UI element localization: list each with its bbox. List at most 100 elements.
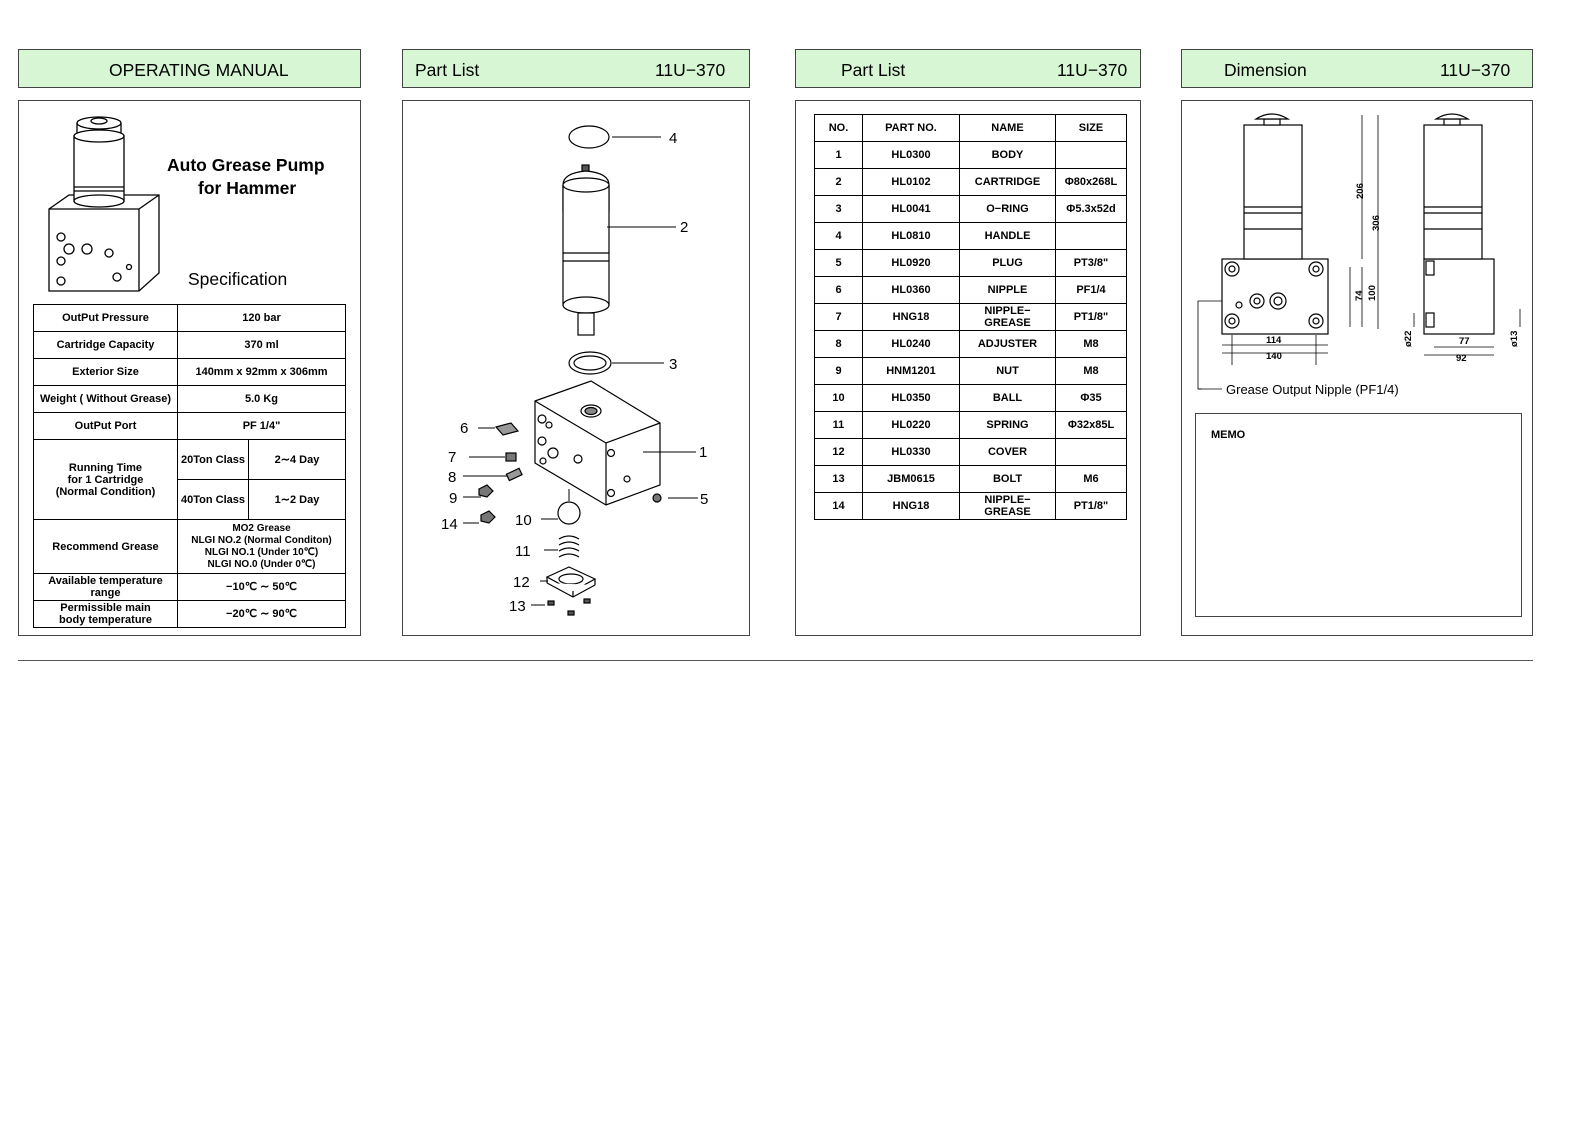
exploded-view-panel: 4 2 3 1 5 6 7 8 9 14 10 11 12 13: [402, 100, 750, 636]
callout-8: 8: [448, 469, 456, 486]
part-size-cell: M8: [1055, 357, 1127, 385]
header-dimension: Dimension 11U−370: [1181, 49, 1533, 88]
product-title-line1: Auto Grease Pump: [167, 155, 325, 175]
class-value: 2∼4 Day: [248, 439, 346, 480]
part-code-cell: HL0350: [862, 384, 960, 412]
callout-12: 12: [513, 574, 530, 591]
dim-92: 92: [1456, 353, 1467, 364]
spec-value: 140mm x 92mm x 306mm: [177, 358, 346, 386]
callout-2: 2: [680, 219, 688, 236]
part-name-cell: CARTRIDGE: [959, 168, 1056, 196]
spec-label: OutPut Pressure: [33, 304, 178, 332]
dimension-drawing: 206 306 74 100 114 140 77 92 ø22 ø13: [1197, 113, 1521, 390]
running-label-2: for 1 Cartridge: [67, 473, 144, 486]
part-code-cell: HNG18: [862, 303, 960, 331]
part-name-cell: NUT: [959, 357, 1056, 385]
part-number-cell: 7: [814, 303, 863, 331]
part-name-cell: SPRING: [959, 411, 1056, 439]
spec-value: 5.0 Kg: [177, 385, 346, 413]
part-code-cell: HL0330: [862, 438, 960, 466]
part-number-cell: 14: [814, 492, 863, 520]
part-number-cell: 8: [814, 330, 863, 358]
col-no: NO.: [814, 114, 863, 142]
callout-7: 7: [448, 449, 456, 466]
part-name-cell: O−RING: [959, 195, 1056, 223]
header-model: 11U−370: [1057, 60, 1128, 80]
part-code-cell: HL0920: [862, 249, 960, 277]
part-size-cell: M8: [1055, 330, 1127, 358]
part-code-cell: HL0220: [862, 411, 960, 439]
spec-value: 370 ml: [177, 331, 346, 359]
part-number-cell: 9: [814, 357, 863, 385]
temp-label-2: range: [90, 587, 121, 599]
part-size-cell: Φ32x85L: [1055, 411, 1127, 439]
grease-line: NLGI NO.2 (Normal Conditon): [191, 534, 332, 546]
temp-value: −10℃ ∼ 50℃: [177, 573, 346, 601]
grease-line: NLGI NO.0 (Under 0℃): [207, 558, 316, 570]
part-size-cell: Φ5.3x52d: [1055, 195, 1127, 223]
dim-206: 206: [1355, 183, 1366, 199]
part-name-cell: HANDLE: [959, 222, 1056, 250]
header-title: OPERATING MANUAL: [109, 60, 289, 80]
header-title: Part List: [415, 60, 480, 80]
part-number-cell: 13: [814, 465, 863, 493]
dim-100: 100: [1367, 285, 1378, 301]
part-name-cell: ADJUSTER: [959, 330, 1056, 358]
col-part-no: PART NO.: [862, 114, 960, 142]
callout-3: 3: [669, 356, 677, 373]
header-part-list-1: Part List 11U−370: [402, 49, 750, 88]
grease-line: MO2 Grease: [232, 522, 291, 534]
part-number-cell: 2: [814, 168, 863, 196]
body-temp-value: −20℃ ∼ 90℃: [177, 600, 346, 628]
part-number-cell: 3: [814, 195, 863, 223]
header-model: 11U−370: [1440, 60, 1511, 80]
spec-label: Recommend Grease: [33, 519, 178, 574]
header-title: Part List: [841, 60, 906, 80]
part-name-cell: NIPPLE− GREASE: [959, 492, 1056, 520]
grease-output-note: Grease Output Nipple (PF1/4): [1226, 382, 1399, 397]
temp-label-1: Available temperature: [48, 575, 163, 587]
callout-11: 11: [515, 543, 531, 560]
spec-value: 120 bar: [177, 304, 346, 332]
part-code-cell: HL0041: [862, 195, 960, 223]
running-label-3: (Normal Condition): [55, 485, 156, 498]
part-size-cell: Φ35: [1055, 384, 1127, 412]
temp-label: Available temperature range: [33, 573, 178, 601]
part-code-cell: HL0102: [862, 168, 960, 196]
header-model: 11U−370: [655, 60, 726, 80]
running-label-1: Running Time: [68, 461, 143, 474]
part-name-cell: PLUG: [959, 249, 1056, 277]
exploded-diagram: 4 2 3 1 5 6 7 8 9 14 10 11 12 13: [441, 125, 708, 616]
callout-14: 14: [441, 516, 458, 533]
callout-1: 1: [699, 444, 707, 461]
part-name-cell: NIPPLE: [959, 276, 1056, 304]
header-part-list-2: Part List 11U−370: [795, 49, 1141, 88]
part-code-cell: HNG18: [862, 492, 960, 520]
part-size-cell: [1055, 438, 1127, 466]
part-code-cell: HL0240: [862, 330, 960, 358]
part-number-cell: 1: [814, 141, 863, 169]
dim-114: 114: [1266, 335, 1282, 346]
operating-manual-panel: Auto Grease Pump for Hammer Specificatio…: [18, 100, 361, 636]
body-temp-label: Permissible main body temperature: [33, 600, 178, 628]
body-temp-label-2: body temperature: [59, 614, 152, 626]
spec-table: OutPut Pressure 120 bar Cartridge Capaci…: [33, 304, 346, 628]
part-name-cell: BALL: [959, 384, 1056, 412]
part-number-cell: 6: [814, 276, 863, 304]
dim-13: ø13: [1509, 331, 1520, 347]
part-number-cell: 5: [814, 249, 863, 277]
dim-306: 306: [1371, 215, 1382, 231]
part-size-cell: PT1/8": [1055, 492, 1127, 520]
spec-label: Weight ( Without Grease): [33, 385, 178, 413]
part-size-cell: [1055, 141, 1127, 169]
part-size-cell: PT1/8": [1055, 303, 1127, 331]
